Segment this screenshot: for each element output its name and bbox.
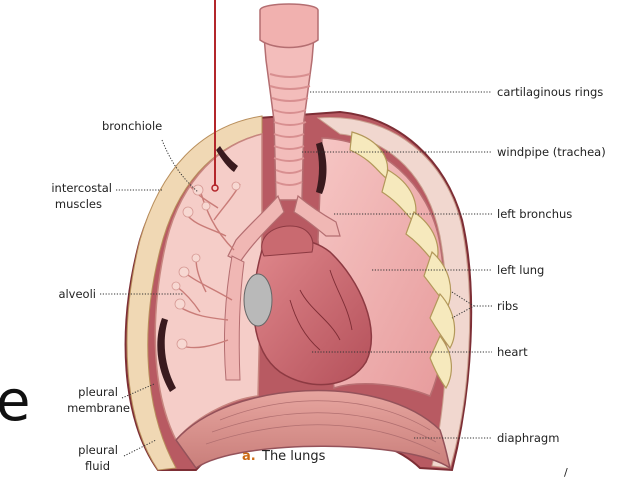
heart-atrium: [244, 274, 272, 326]
label-ribs: ribs: [497, 299, 518, 313]
caption-text: The lungs: [261, 449, 326, 464]
label-pleural-fluid-2: fluid: [85, 459, 110, 473]
label-bronchiole: bronchiole: [102, 119, 162, 133]
corner-mark: /: [564, 466, 568, 479]
label-alveoli: alveoli: [58, 287, 96, 301]
label-cartilaginous-rings: cartilaginous rings: [497, 85, 603, 99]
label-pleural-membrane-1: pleural: [78, 385, 118, 399]
caption-letter: a.: [242, 449, 256, 464]
clipped-letter: e: [0, 369, 30, 434]
label-pleural-membrane-2: membrane: [67, 401, 130, 415]
label-left-lung: left lung: [497, 263, 544, 277]
label-pleural-fluid-1: pleural: [78, 443, 118, 457]
label-intercostal-1: intercostal: [51, 181, 112, 195]
label-heart: heart: [497, 345, 528, 359]
label-intercostal-2: muscles: [55, 197, 102, 211]
label-diaphragm: diaphragm: [497, 431, 559, 445]
label-left-bronchus: left bronchus: [497, 207, 572, 221]
label-windpipe: windpipe (trachea): [497, 145, 606, 159]
larynx-shape: [260, 4, 318, 48]
